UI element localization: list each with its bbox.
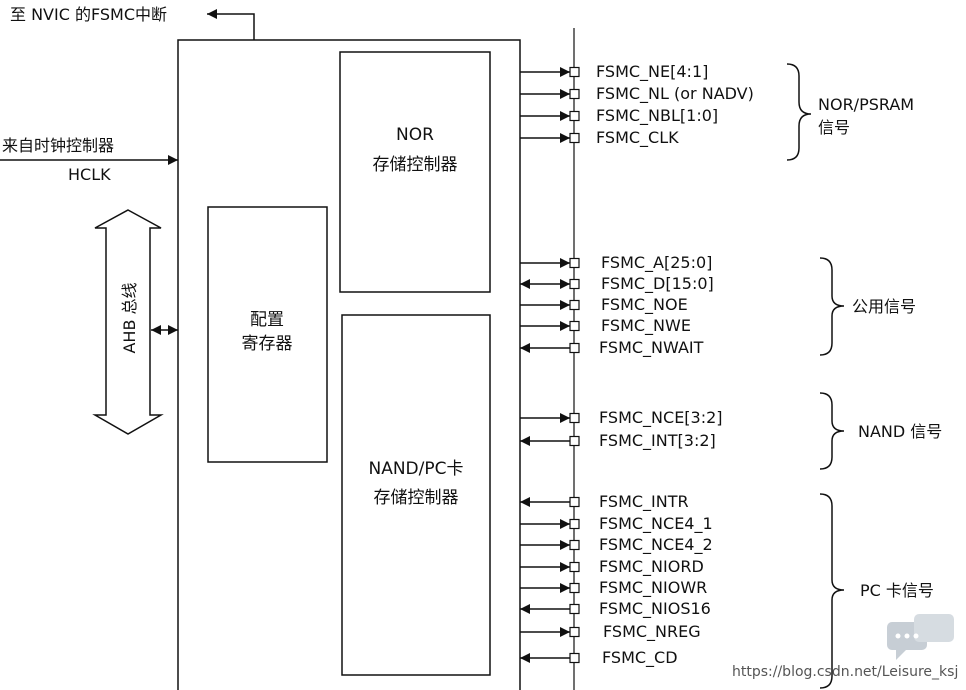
signal-pin xyxy=(569,496,580,508)
signal-row: FSMC_NIORD xyxy=(520,557,704,577)
signal-pin xyxy=(569,539,580,551)
signal-row: FSMC_D[15:0] xyxy=(520,274,714,294)
signal-row: FSMC_CLK xyxy=(520,128,679,148)
signal-row: FSMC_A[25:0] xyxy=(520,253,712,273)
signal-pin xyxy=(569,561,580,573)
signal-label: FSMC_NCE4_1 xyxy=(599,514,713,534)
signal-row: FSMC_INTR xyxy=(520,492,689,512)
signal-pin xyxy=(569,320,580,332)
nor-psram-brace xyxy=(786,63,812,161)
ahb-bus-label: AHB 总线 xyxy=(120,282,139,353)
nand-brace xyxy=(819,392,845,470)
clock-source-label: 来自时钟控制器 xyxy=(2,136,114,155)
signal-label: FSMC_NL (or NADV) xyxy=(596,84,754,104)
signal-row: FSMC_NIOS16 xyxy=(520,599,711,619)
pc-card-brace xyxy=(819,493,845,689)
nor-controller-subtitle: 存储控制器 xyxy=(373,155,458,175)
signal-label: FSMC_NREG xyxy=(603,622,701,642)
group-label-nand: NAND 信号 xyxy=(858,422,942,441)
signal-label: FSMC_CLK xyxy=(596,128,679,148)
signal-pin xyxy=(569,110,580,122)
signal-row: FSMC_NWE xyxy=(520,316,691,336)
signal-label: FSMC_NIOS16 xyxy=(599,599,711,619)
group-common: 公用信号 xyxy=(819,257,916,356)
signal-label: FSMC_CD xyxy=(602,648,678,668)
group-label-nor-psram-2: 信号 xyxy=(818,118,850,137)
config-register-title: 配置 xyxy=(250,310,284,330)
signal-row: FSMC_NCE4_1 xyxy=(520,514,713,534)
fsmc-box xyxy=(177,39,521,690)
signal-label: FSMC_NWAIT xyxy=(599,338,704,358)
group-nor-psram: NOR/PSRAM 信号 xyxy=(786,63,914,161)
signal-label: FSMC_NIOWR xyxy=(599,578,707,598)
signal-label: FSMC_INTR xyxy=(599,492,689,512)
signal-label: FSMC_NE[4:1] xyxy=(596,62,708,82)
ahb-bus-arrow xyxy=(92,209,164,435)
signal-pin xyxy=(569,626,580,638)
signal-label: FSMC_NBL[1:0] xyxy=(596,106,718,126)
config-register-subtitle: 寄存器 xyxy=(242,334,293,354)
group-label-pc-card: PC 卡信号 xyxy=(860,581,934,600)
signal-label: FSMC_NOE xyxy=(601,295,688,315)
group-label-common: 公用信号 xyxy=(852,297,916,316)
group-pc-card: PC 卡信号 xyxy=(819,493,934,689)
config-register-block xyxy=(207,206,328,463)
signal-pin xyxy=(569,278,580,290)
signal-row: FSMC_CD xyxy=(520,648,678,668)
signal-row: FSMC_NREG xyxy=(520,622,701,642)
chat-bubbles-icon xyxy=(887,614,954,660)
signal-pin xyxy=(569,582,580,594)
signal-label: FSMC_INT[3:2] xyxy=(599,431,716,451)
signal-pin xyxy=(569,435,580,447)
signal-pin xyxy=(569,132,580,144)
signal-row: FSMC_INT[3:2] xyxy=(520,431,716,451)
signal-pin xyxy=(569,257,580,269)
signal-label: FSMC_NCE4_2 xyxy=(599,535,713,555)
signal-label: FSMC_NIORD xyxy=(599,557,704,577)
signal-row: FSMC_NWAIT xyxy=(520,338,704,358)
signal-row: FSMC_NIOWR xyxy=(520,578,707,598)
nand-pc-controller-subtitle: 存储控制器 xyxy=(374,488,459,508)
signal-pin xyxy=(569,652,580,664)
nor-controller-title: NOR xyxy=(396,125,434,145)
signal-row: FSMC_NE[4:1] xyxy=(520,62,708,82)
clock-signal-label: HCLK xyxy=(68,165,111,184)
signal-row: FSMC_NBL[1:0] xyxy=(520,106,718,126)
signal-label: FSMC_NWE xyxy=(601,316,691,336)
signal-pin xyxy=(569,342,580,354)
nand-pc-controller-block xyxy=(341,314,491,676)
signal-pin xyxy=(569,603,580,615)
signal-pin xyxy=(569,518,580,530)
nand-pc-controller-title: NAND/PC卡 xyxy=(368,459,463,479)
signal-pin xyxy=(569,299,580,311)
nor-controller-block xyxy=(339,51,491,293)
common-brace xyxy=(819,257,845,356)
interrupt-label: 至 NVIC 的FSMC中断 xyxy=(10,5,167,24)
signal-row: FSMC_NCE[3:2] xyxy=(520,408,723,428)
signal-pin xyxy=(569,88,580,100)
signal-label: FSMC_NCE[3:2] xyxy=(599,408,723,428)
signal-row: FSMC_NOE xyxy=(520,295,688,315)
interrupt-arrow xyxy=(207,9,255,40)
signal-row: FSMC_NCE4_2 xyxy=(520,535,713,555)
signal-pin xyxy=(569,66,580,78)
signal-label: FSMC_A[25:0] xyxy=(601,253,712,273)
signal-pin xyxy=(569,412,580,424)
group-nand: NAND 信号 xyxy=(819,392,942,470)
watermark-url: https://blog.csdn.net/Leisure_ksj xyxy=(732,664,958,680)
signal-list: FSMC_NE[4:1]FSMC_NL (or NADV)FSMC_NBL[1:… xyxy=(520,62,754,668)
group-label-nor-psram: NOR/PSRAM xyxy=(818,95,914,114)
signal-row: FSMC_NL (or NADV) xyxy=(520,84,754,104)
signal-label: FSMC_D[15:0] xyxy=(601,274,714,294)
